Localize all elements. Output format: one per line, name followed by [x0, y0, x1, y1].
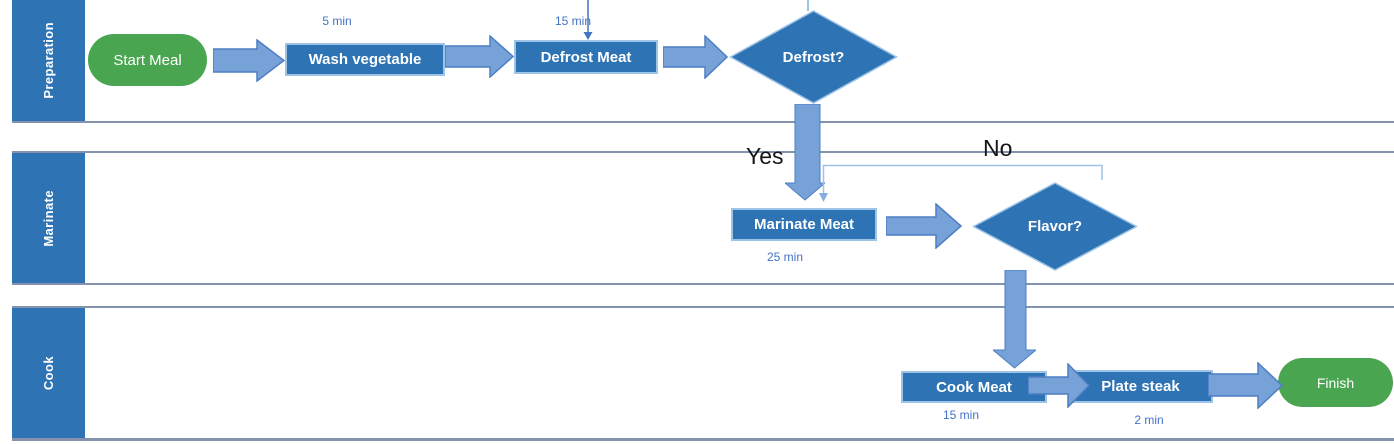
node-plate-steak-label: Plate steak: [1101, 378, 1180, 395]
connector-flavor-no: [819, 164, 1103, 202]
node-defrost-meat: Defrost Meat: [514, 40, 658, 74]
node-defrost-decision-label: Defrost?: [782, 48, 845, 66]
arrow-cook-to-plate: [1028, 363, 1090, 408]
connector-top-stub: [807, 0, 809, 11]
flavor-decision-diamond-shape: [972, 182, 1138, 271]
connector-defrost-yes: [785, 104, 825, 201]
node-wash-vegetable: Wash vegetable: [285, 43, 445, 76]
arrow-start-to-wash: [213, 39, 285, 82]
time-label-wash: 5 min: [322, 14, 352, 28]
node-cook-meat: Cook Meat: [901, 371, 1047, 403]
node-cook-meat-label: Cook Meat: [936, 378, 1012, 396]
time-label-cook: 15 min: [942, 408, 980, 422]
edge-label-yes: Yes: [746, 143, 784, 169]
node-defrost-decision: Defrost?: [729, 10, 898, 104]
swimlane-cook-label: Cook: [41, 355, 56, 391]
connector-flavor-down: [993, 270, 1036, 369]
defrost-decision-diamond-shape: [729, 10, 898, 104]
arrow-defrost-to-decision: [663, 35, 728, 79]
swimlane-preparation-header: Preparation: [12, 0, 85, 121]
swimlane-preparation-label: Preparation: [41, 22, 56, 99]
node-marinate-meat: Marinate Meat: [731, 208, 877, 241]
swimlane-marinate-header: Marinate: [12, 153, 85, 283]
swimlane-cook-header: Cook: [12, 308, 85, 438]
edge-label-no: No: [983, 135, 1013, 161]
node-finish-label: Finish: [1316, 374, 1355, 391]
arrow-wash-to-defrost: [445, 35, 514, 78]
node-defrost-meat-label: Defrost Meat: [540, 48, 632, 66]
time-label-marinate: 25 min: [766, 250, 804, 264]
node-wash-vegetable-label: Wash vegetable: [308, 51, 422, 68]
node-flavor-decision: Flavor?: [972, 182, 1138, 271]
node-finish: Finish: [1278, 358, 1393, 407]
node-marinate-meat-label: Marinate Meat: [753, 216, 855, 233]
node-start-meal: Start Meal: [88, 34, 207, 86]
node-flavor-decision-label: Flavor?: [1027, 218, 1083, 235]
time-label-plate: 2 min: [1134, 413, 1164, 427]
arrow-plate-to-finish: [1208, 362, 1283, 409]
time-label-defrost: 15 min: [554, 14, 592, 28]
arrow-marinate-to-flavor: [886, 203, 962, 249]
node-start-meal-label: Start Meal: [113, 51, 182, 69]
connector-defrost-annotation: [583, 0, 593, 40]
swimlane-marinate-label: Marinate: [41, 189, 56, 247]
swimlane-marinate: Marinate: [12, 151, 1394, 285]
